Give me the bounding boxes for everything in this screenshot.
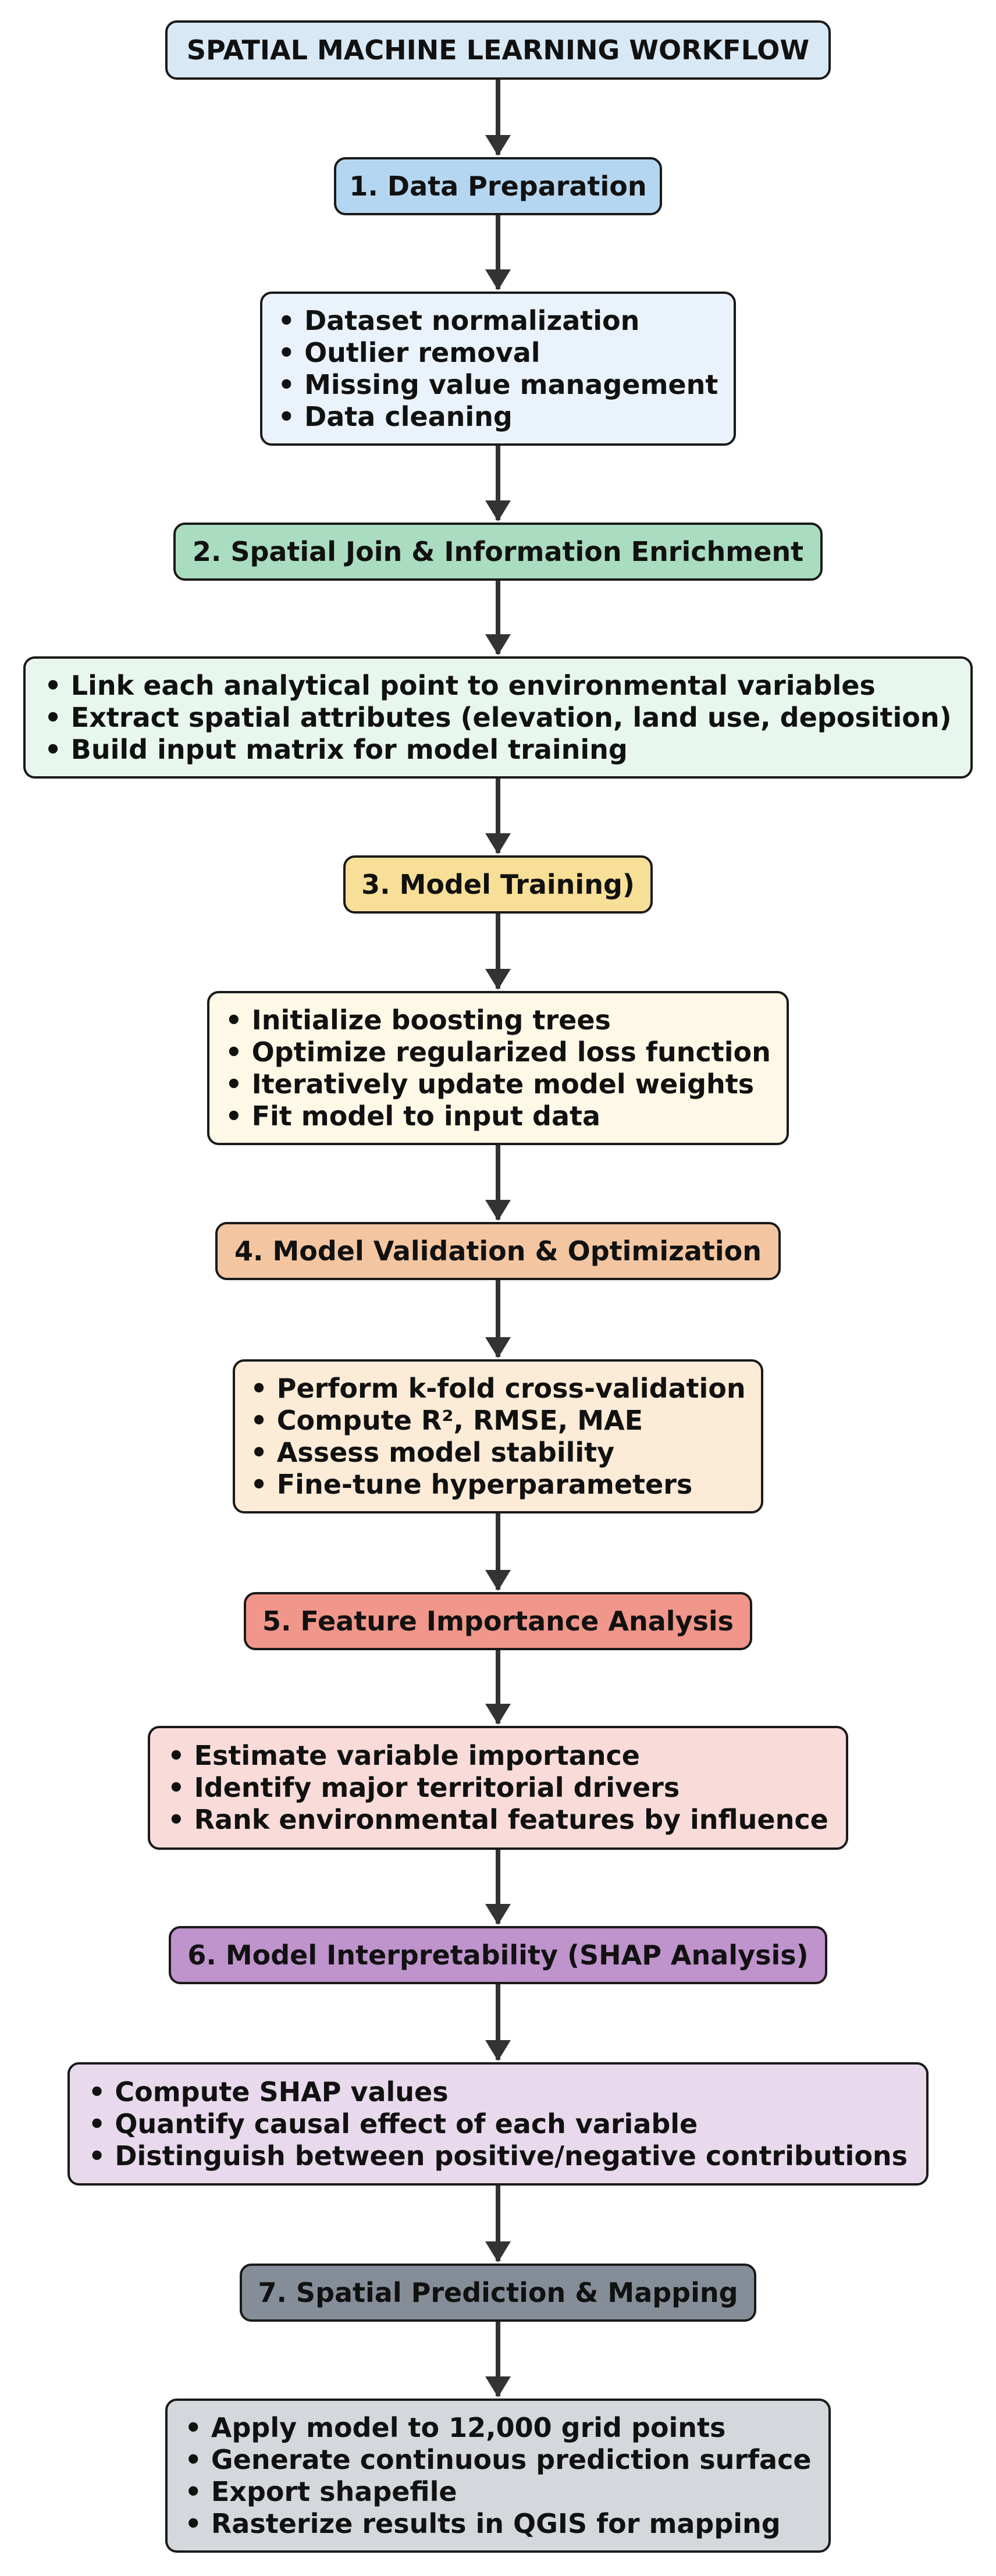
bullet-item: Export shapefile xyxy=(184,2476,811,2508)
bullet-item: Fit model to input data xyxy=(225,1100,771,1132)
step-4-box: 4. Model Validation & Optimization xyxy=(215,1222,781,1280)
bullet-item: Compute SHAP values xyxy=(88,2076,908,2108)
step-4-bullet-list: Perform k-fold cross-validationCompute R… xyxy=(250,1373,746,1501)
flow-arrow xyxy=(485,1513,511,1591)
flow-arrow xyxy=(485,1850,511,1925)
diagram-title: SPATIAL MACHINE LEARNING WORKFLOW xyxy=(165,20,831,80)
step-6-box: 6. Model Interpretability (SHAP Analysis… xyxy=(169,1926,827,1984)
bullet-item: Compute R², RMSE, MAE xyxy=(250,1405,745,1437)
bullet-item: Optimize regularized loss function xyxy=(225,1036,771,1068)
step-6-bullet-list: Compute SHAP valuesQuantify causal effec… xyxy=(88,2076,908,2172)
flow-arrow xyxy=(485,1650,511,1725)
step-2-box: 2. Spatial Join & Information Enrichment xyxy=(173,523,823,581)
bullet-item: Generate continuous prediction surface xyxy=(184,2444,812,2476)
flow-arrow xyxy=(485,581,511,655)
bullet-item: Perform k-fold cross-validation xyxy=(250,1373,746,1405)
bullet-item: Distinguish between positive/negative co… xyxy=(88,2140,908,2172)
bullet-item: Quantify causal effect of each variable xyxy=(88,2108,908,2140)
step-5-box: 5. Feature Importance Analysis xyxy=(244,1592,752,1650)
bullet-item: Rasterize results in QGIS for mapping xyxy=(184,2508,811,2540)
bullet-item: Link each analytical point to environmen… xyxy=(44,670,951,702)
step-7-bullet-list: Apply model to 12,000 grid pointsGenerat… xyxy=(184,2412,812,2540)
bullet-item: Fine-tune hyperparameters xyxy=(250,1469,745,1501)
step-1-box: 1. Data Preparation xyxy=(334,157,662,215)
step-2-bullet-list: Link each analytical point to environmen… xyxy=(44,670,952,766)
step-2-details-box: Link each analytical point to environmen… xyxy=(23,656,973,779)
flow-arrow xyxy=(485,2186,511,2262)
step-1-details-box: Dataset normalizationOutlier removalMiss… xyxy=(260,292,736,446)
flow-arrow xyxy=(485,1145,511,1221)
step-5-details-box: Estimate variable importanceIdentify maj… xyxy=(148,1726,848,1850)
flow-arrow xyxy=(485,215,511,290)
bullet-item: Outlier removal xyxy=(278,337,718,369)
bullet-item: Apply model to 12,000 grid points xyxy=(184,2412,811,2444)
step-7-details-box: Apply model to 12,000 grid pointsGenerat… xyxy=(165,2399,831,2553)
flow-arrow xyxy=(485,914,511,990)
step-5-bullet-list: Estimate variable importanceIdentify maj… xyxy=(168,1740,828,1836)
step-1-bullet-list: Dataset normalizationOutlier removalMiss… xyxy=(278,305,718,433)
step-3-details-box: Initialize boosting treesOptimize regula… xyxy=(207,991,789,1145)
flow-arrow xyxy=(485,2322,511,2397)
bullet-item: Estimate variable importance xyxy=(168,1740,828,1772)
bullet-item: Rank environmental features by influence xyxy=(168,1804,828,1836)
bullet-item: Assess model stability xyxy=(250,1437,745,1469)
flow-arrow xyxy=(485,80,511,156)
step-3-bullet-list: Initialize boosting treesOptimize regula… xyxy=(225,1004,771,1132)
bullet-item: Missing value management xyxy=(278,369,718,401)
bullet-item: Dataset normalization xyxy=(278,305,718,337)
flow-arrow xyxy=(485,446,511,521)
bullet-item: Extract spatial attributes (elevation, l… xyxy=(44,702,952,734)
bullet-item: Iteratively update model weights xyxy=(225,1068,771,1100)
flow-arrow xyxy=(485,1984,511,2061)
bullet-item: Identify major territorial drivers xyxy=(168,1772,828,1804)
bullet-item: Data cleaning xyxy=(278,401,718,433)
step-7-box: 7. Spatial Prediction & Mapping xyxy=(240,2264,756,2322)
flow-arrow xyxy=(485,1280,511,1358)
bullet-item: Build input matrix for model training xyxy=(44,734,951,766)
flow-arrow xyxy=(485,779,511,854)
step-4-details-box: Perform k-fold cross-validationCompute R… xyxy=(233,1359,763,1513)
step-6-details-box: Compute SHAP valuesQuantify causal effec… xyxy=(67,2062,929,2186)
step-3-box: 3. Model Training) xyxy=(343,855,653,914)
bullet-item: Initialize boosting trees xyxy=(225,1004,771,1036)
